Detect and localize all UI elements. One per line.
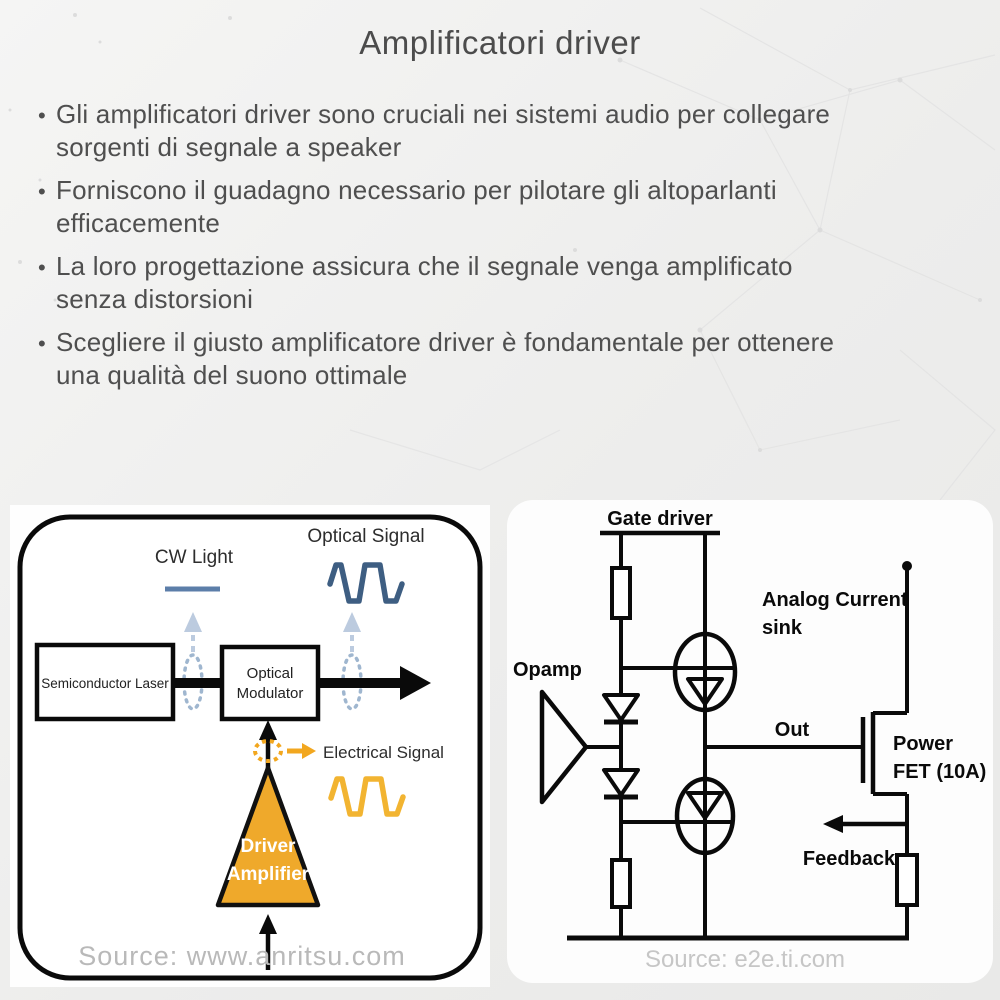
bullet-marker (38, 98, 56, 164)
optical-modulator-label-line1: Optical (247, 665, 294, 682)
semiconductor-laser-box (34, 642, 176, 722)
current-source-symbol (672, 631, 738, 713)
analog-current-sink-label-line2: sink (762, 617, 803, 639)
current-source-symbol (674, 776, 736, 856)
network-line (899, 349, 996, 501)
power-fet-circuit-diagram: Gate driver Opamp Analog Current sink Ou… (507, 500, 993, 983)
optical-waveform-icon (327, 562, 405, 604)
out-label: Out (775, 719, 810, 741)
bullet-item: La loro progettazione assicura che il se… (38, 250, 888, 316)
cw-light-label: CW Light (155, 547, 234, 568)
driver-amplifier-label-line2: Amplifier (227, 864, 310, 885)
opamp-symbol (539, 689, 589, 805)
bullet-text: Gli amplificatori driver sono cruciali n… (56, 99, 831, 162)
dashed-up-arrowhead (184, 612, 202, 632)
power-fet-label-line2: FET (10A) (893, 761, 986, 783)
resistor-symbol (610, 566, 632, 620)
semiconductor-laser-label: Semiconductor Laser (41, 676, 169, 691)
analog-current-sink-label-line1: Analog Current (762, 589, 908, 611)
optical-modulator-label-line2: Modulator (237, 685, 304, 702)
bullet-list: Gli amplificatori driver sono cruciali n… (38, 98, 888, 402)
optical-signal-label: Optical Signal (307, 526, 424, 547)
resistor-symbol (610, 858, 632, 909)
diagram-strip: CW Light Optical Signal Semiconductor La… (0, 500, 1000, 1000)
network-line (699, 229, 901, 451)
network-line (819, 89, 851, 231)
bullet-marker (38, 174, 56, 240)
electrical-probe-ellipse (253, 739, 283, 763)
electrical-signal-label: Electrical Signal (323, 743, 444, 762)
bullet-item: Scegliere il giusto amplificatore driver… (38, 326, 888, 392)
resistor-symbol (895, 853, 919, 907)
source-caption: Source: e2e.ti.com (645, 946, 845, 973)
electrical-arrowhead (302, 743, 316, 759)
source-caption: Source: www.anritsu.com (78, 941, 406, 971)
optical-modulator-diagram: CW Light Optical Signal Semiconductor La… (10, 505, 490, 987)
rounded-frame (17, 514, 483, 981)
network-line (349, 429, 561, 471)
diode-symbol (602, 693, 640, 722)
feedback-label: Feedback (803, 848, 896, 870)
driver-amplifier-label-line1: Driver (241, 836, 297, 857)
driver-amplifier-triangle (215, 765, 321, 908)
input-arrowhead (259, 914, 277, 934)
bullet-item: Forniscono il guadagno necessario per pi… (38, 174, 888, 240)
opamp-label: Opamp (513, 659, 582, 681)
bullet-marker (38, 250, 56, 316)
optical-modulator-box (219, 644, 321, 722)
bullet-item: Gli amplificatori driver sono cruciali n… (38, 98, 888, 164)
diode-symbol (602, 768, 640, 797)
current-source-arrow (686, 791, 724, 820)
page-title: Amplificatori driver (359, 24, 641, 61)
gate-driver-label: Gate driver (607, 508, 713, 530)
drive-arrowhead (259, 720, 277, 740)
signal-arrowhead (400, 666, 431, 700)
feedback-arrowhead (823, 815, 843, 833)
bullet-text: Scegliere il giusto amplificatore driver… (56, 327, 835, 390)
current-source-arrow (686, 677, 724, 706)
dashed-up-arrowhead (343, 612, 361, 632)
bullet-text: La loro progettazione assicura che il se… (56, 251, 793, 314)
bullet-marker (38, 326, 56, 392)
power-fet-label-line1: Power (893, 733, 953, 755)
network-line (619, 59, 996, 151)
terminal-dot (902, 561, 912, 571)
bullet-text: Forniscono il guadagno necessario per pi… (56, 175, 777, 238)
electrical-waveform-icon (328, 776, 406, 817)
